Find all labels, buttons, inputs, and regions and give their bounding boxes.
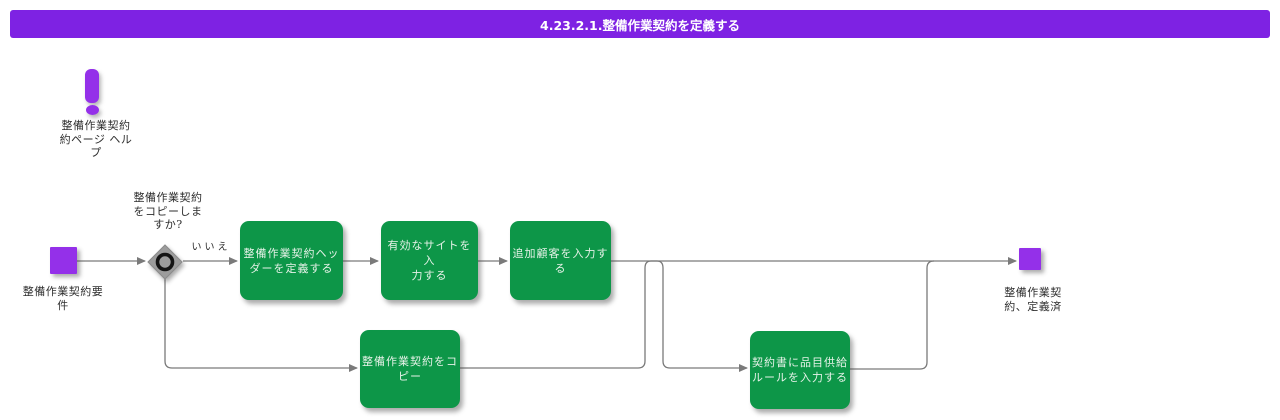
edge-rules-to-main (850, 260, 935, 370)
decision-copy-contract[interactable] (147, 244, 183, 280)
exclamation-dot (85, 105, 99, 115)
process-copy-contract[interactable]: 整備作業契約をコ ピー (360, 330, 460, 408)
decision-question-label: 整備作業契約 をコピーしま すか? (133, 191, 203, 231)
start-event-label: 整備作業契約要 件 (22, 285, 104, 312)
diagram-title: 4.23.2.1.整備作業契約を定義する (540, 17, 740, 33)
help-exclamation-icon[interactable] (85, 69, 99, 115)
decision-circle-icon (155, 252, 175, 272)
end-event-label: 整備作業契 約、定義済 (1004, 286, 1062, 313)
decision-no-label: いいえ (191, 242, 231, 253)
exclamation-bar (85, 69, 99, 103)
process-enter-valid-sites[interactable]: 有効なサイトを入 力する (381, 221, 478, 300)
diagram-title-bar: 4.23.2.1.整備作業契約を定義する (10, 10, 1270, 38)
process-enter-additional-customers[interactable]: 追加顧客を入力す る (510, 221, 611, 300)
help-link-label[interactable]: 整備作業契約 約ページ ヘル プ (59, 119, 133, 159)
start-event-node[interactable] (50, 247, 77, 274)
edge-copy-to-rules (460, 260, 748, 372)
edge-decision-to-copy (164, 279, 358, 372)
process-define-contract-header[interactable]: 整備作業契約ヘッ ダーを定義する (240, 221, 343, 300)
process-enter-item-supply-rules[interactable]: 契約書に品目供給 ルールを入力する (750, 331, 850, 409)
end-event-node[interactable] (1019, 248, 1041, 270)
